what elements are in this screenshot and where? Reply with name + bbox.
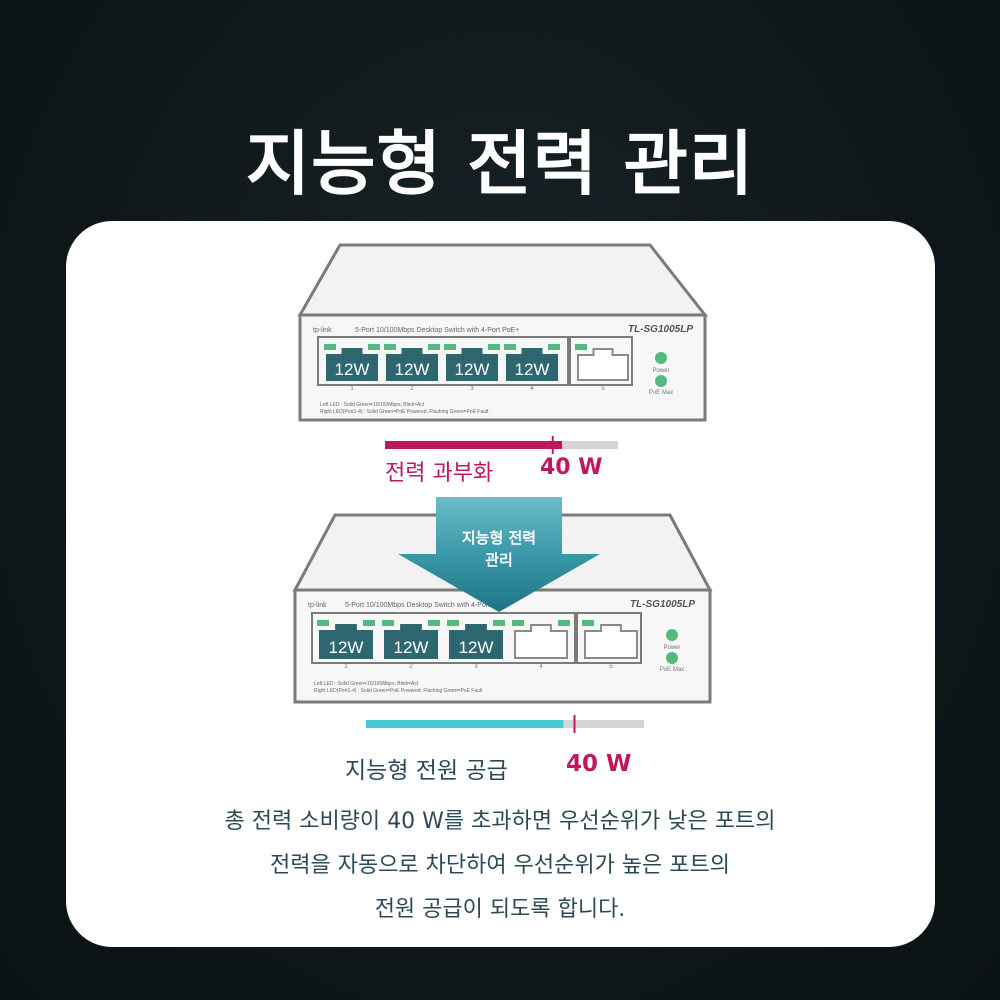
switch-description: 5-Port 10/100Mbps Desktop Switch with 4-… <box>345 602 509 609</box>
ethernet-port-2: 12W 2 <box>382 620 440 670</box>
smart-supply-value: 40 W <box>566 751 632 777</box>
overload-power-bar <box>385 436 618 454</box>
port-number: 1 <box>344 664 348 670</box>
port-power-label: 12W <box>395 360 430 379</box>
ethernet-port-2: 12W 2 <box>384 344 440 392</box>
port-number: 1 <box>350 386 354 392</box>
down-arrow-icon <box>398 497 600 612</box>
ethernet-port-3: 12W 3 <box>444 344 500 392</box>
led-legend-right: Right LED(Port1-4) : Solid Green=PoE Pow… <box>314 688 483 694</box>
rj45-port-icon <box>326 348 378 381</box>
description-line-1: 총 전력 소비량이 40 W를 초과하면 우선순위가 낮은 포트의 <box>224 809 776 834</box>
arrow-label-line1: 지능형 전력 <box>462 529 536 547</box>
power-led <box>655 352 667 364</box>
ethernet-port-3: 12W 3 <box>447 620 505 670</box>
uplink-port-group <box>576 612 642 664</box>
switch-illustration-overloaded: tp-link 5-Port 10/100Mbps Desktop Switch… <box>297 243 709 422</box>
port-led-left <box>384 344 396 350</box>
ethernet-port-4: 4 <box>512 620 570 670</box>
rj45-port-icon <box>446 348 498 381</box>
port-led-right <box>493 620 505 626</box>
port-led-right <box>368 344 380 350</box>
rj45-port-icon <box>384 624 438 659</box>
poe-max-led <box>655 375 667 387</box>
description-text: 총 전력 소비량이 40 W를 초과하면 우선순위가 낮은 포트의 전력을 자동… <box>0 800 1000 932</box>
rj45-port-icon <box>386 348 438 381</box>
brand-logo: tp-link <box>308 602 327 609</box>
port-led-left <box>317 620 329 626</box>
port-number: 4 <box>530 386 534 392</box>
port-led-left <box>324 344 336 350</box>
ethernet-port-1: 12W 1 <box>317 620 375 670</box>
port-number: 2 <box>409 664 413 670</box>
port-led-left <box>504 344 516 350</box>
overload-value: 40 W <box>540 455 603 480</box>
description-line-3: 전원 공급이 되도록 합니다. <box>374 897 626 922</box>
port-led-left <box>575 344 587 350</box>
led-legend-left: Left LED : Solid Green=10/100Mbps, Blink… <box>320 402 425 408</box>
port-power-label: 12W <box>335 360 370 379</box>
rj45-port-icon <box>577 348 629 381</box>
poe-max-led-label: PoE Max <box>649 390 673 396</box>
port-power-label: 12W <box>394 638 429 657</box>
port-number: 3 <box>470 386 474 392</box>
overload-label: 전력 과부화 <box>385 461 494 486</box>
port-number: 5 <box>609 664 613 670</box>
smart-management-arrow: 지능형 전력 관리 <box>398 497 600 612</box>
port-led-left <box>444 344 456 350</box>
overload-bar-fill <box>385 441 563 449</box>
ethernet-port-5: 5 <box>582 620 638 670</box>
rj45-port-icon <box>319 624 373 659</box>
port-led-left <box>582 620 594 626</box>
poe-ports-group <box>311 612 576 664</box>
switch-model: TL-SG1005LP <box>628 324 693 335</box>
port-number: 5 <box>601 386 605 392</box>
port-led-right <box>488 344 500 350</box>
port-number: 2 <box>410 386 414 392</box>
page-title: 지능형 전력 관리 <box>245 123 755 205</box>
ethernet-port-1: 12W 1 <box>324 344 380 392</box>
port-power-label: 12W <box>455 360 490 379</box>
port-number: 3 <box>474 664 478 670</box>
poe-ports-group <box>317 336 569 386</box>
poe-max-led <box>666 652 678 664</box>
port-led-right <box>428 620 440 626</box>
rj45-port-icon <box>514 624 568 659</box>
rj45-port-icon <box>506 348 558 381</box>
power-led <box>666 629 678 641</box>
switch-description: 5-Port 10/100Mbps Desktop Switch with 4-… <box>355 327 519 334</box>
ethernet-port-5: 5 <box>575 344 629 392</box>
port-led-left <box>447 620 459 626</box>
ethernet-port-4: 12W 4 <box>504 344 560 392</box>
smart-bar-marker <box>573 715 576 733</box>
smart-supply-label: 지능형 전원 공급 <box>345 758 508 784</box>
port-power-label: 12W <box>515 360 550 379</box>
switch-model: TL-SG1005LP <box>630 599 695 610</box>
port-power-label: 12W <box>459 638 494 657</box>
port-led-right <box>558 620 570 626</box>
smart-supply-power-bar <box>366 715 644 733</box>
brand-logo: tp-link <box>313 327 332 334</box>
port-led-right <box>548 344 560 350</box>
power-led-label: Power <box>663 645 680 651</box>
port-number: 4 <box>539 664 543 670</box>
description-line-2: 전력을 자동으로 차단하여 우선순위가 높은 포트의 <box>269 853 730 878</box>
arrow-label-line2: 관리 <box>485 551 513 569</box>
overload-bar-marker <box>551 436 554 454</box>
switch-top-face <box>297 243 709 317</box>
smart-bar-fill <box>366 720 564 728</box>
rj45-port-icon <box>449 624 503 659</box>
port-led-right <box>428 344 440 350</box>
port-led-right <box>363 620 375 626</box>
port-led-left <box>512 620 524 626</box>
led-legend-left: Left LED : Solid Green=10/100Mbps, Blink… <box>314 681 419 687</box>
power-led-label: Power <box>652 368 669 374</box>
port-power-label: 12W <box>329 638 364 657</box>
led-legend-right: Right LED(Port1-4) : Solid Green=PoE Pow… <box>320 409 489 415</box>
port-led-left <box>382 620 394 626</box>
uplink-port-group <box>569 336 633 386</box>
poe-max-led-label: PoE Max <box>660 667 684 673</box>
rj45-port-icon <box>584 624 638 659</box>
